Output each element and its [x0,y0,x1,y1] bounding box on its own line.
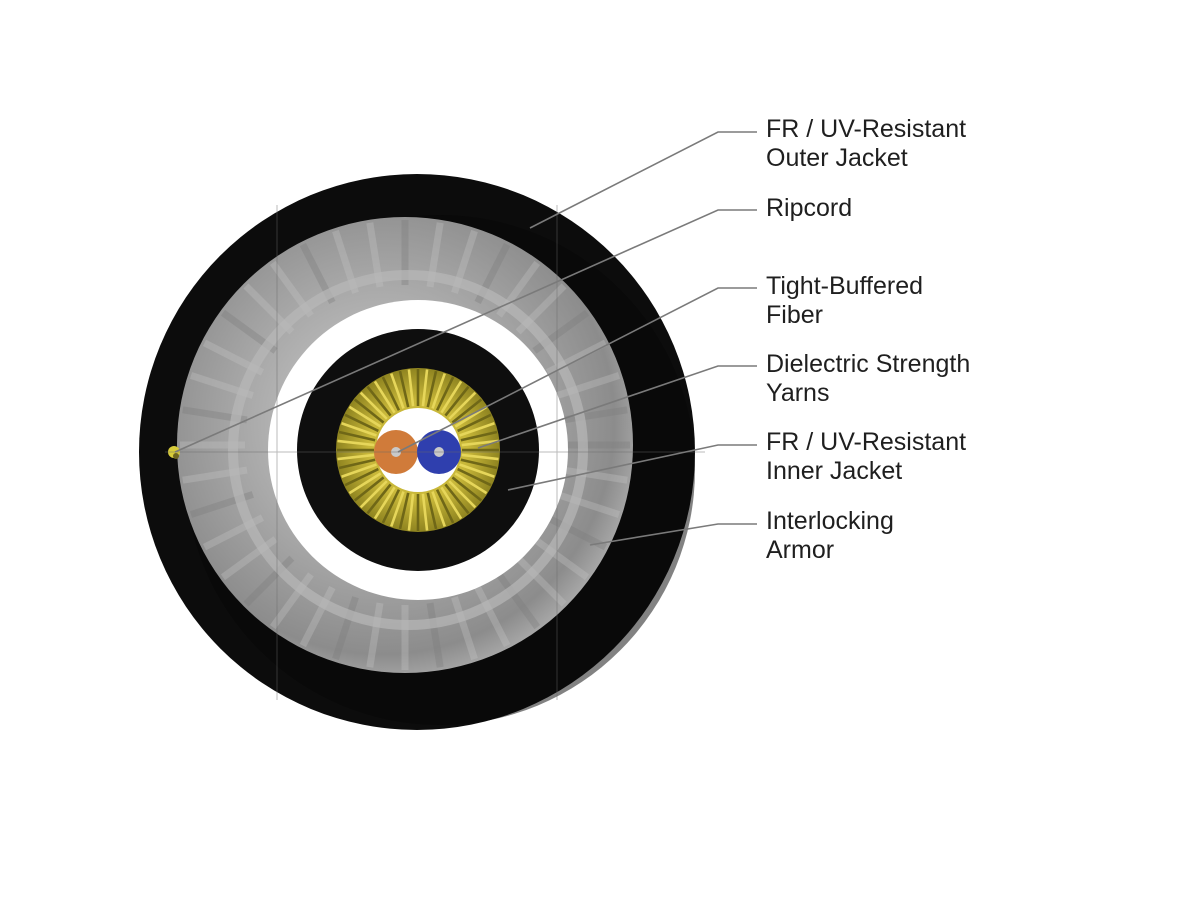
yarn-strand [459,422,495,437]
yarn-strand [435,376,455,411]
armor-streak [269,572,314,630]
yarn-strand [448,391,477,420]
yarn-strand [353,398,385,424]
armor-streak [426,602,444,668]
yarn-strand [359,391,388,420]
armor-streaks [180,220,630,670]
yarn-strand [390,491,405,527]
armor-streak [532,536,590,581]
yarn-strand [344,413,379,433]
label-ripcord: Ripcord [766,194,852,222]
yarn-strand [348,472,382,495]
yarn-strand [337,439,375,447]
armor-streak [562,406,628,424]
yarn-rays [337,369,499,531]
yarn-strand [381,376,401,411]
yarn-strand [459,463,495,478]
yarn-strand [373,486,396,520]
armor-streak [332,596,359,661]
armor-streak [545,514,608,551]
yarn-strand [353,476,385,502]
armor-streak [515,555,567,607]
armor-streak [243,555,295,607]
yarn-strand [454,472,488,495]
yarn-strand [426,370,438,408]
callout-labels: FR / UV-Resistant Outer Jacket Ripcord T… [766,115,977,564]
label-outer-jacket: FR / UV-Resistant Outer Jacket [766,115,973,172]
yarn-strand [454,405,488,428]
leader-lines [174,131,757,546]
label-strength-yarns: Dielectric Strength Yarns [766,350,977,407]
guide-lines [165,205,705,700]
yarn-strand [426,492,438,530]
leader-ripcord [174,209,757,453]
yarn-strand [338,430,376,442]
label-inner-jacket: FR / UV-Resistant Inner Jacket [766,428,973,485]
yarn-strand [373,380,396,414]
yarn-strand [348,405,382,428]
armor-streak [366,602,384,668]
armor-streak [474,585,511,648]
yarn-strand [440,380,463,414]
yarn-strand [338,458,376,470]
fiber-core-blue [434,447,444,457]
leader-fiber [397,287,757,453]
yarn-strand [407,493,415,531]
yarn-strand [344,467,379,487]
yarn-strand [451,398,483,424]
yarn-strand [431,491,446,527]
leader-inner-jacket [507,444,757,491]
armor-streak [299,585,336,648]
leader-armor [589,523,757,546]
yarn-strand [448,480,477,509]
label-armor: Interlocking Armor [766,507,901,564]
yarn-strand [457,413,492,433]
yarn-strand [359,480,388,509]
yarn-strand [451,476,483,502]
armor-inner-ring [228,270,588,630]
label-tight-buffered-fiber: Tight-Buffered Fiber [766,272,930,329]
yarn-strand [435,489,455,524]
yarn-strand [421,369,429,407]
armor-streak [562,466,628,484]
yarn-strand [398,370,410,408]
yarn-strand [337,453,375,461]
yarn-strand [398,492,410,530]
yarn-strand [461,439,499,447]
armor-streak [556,372,621,399]
armor-streak [451,596,478,661]
leader-outer-jacket [529,131,757,229]
armor-streak [556,491,621,518]
yarn-strand [381,489,401,524]
armor-streak [496,572,541,630]
yarn-strand [407,369,415,407]
ripcord-shadow [173,453,179,459]
yarn-strand [460,458,498,470]
yarn-strand [341,422,377,437]
yarn-strand [444,483,470,515]
yarn-strand [461,453,499,461]
yarn-strand [390,373,405,409]
fiber-core-orange [391,447,401,457]
yarn-strand [444,385,470,417]
yarn-strand [457,467,492,487]
yarn-strand [366,385,392,417]
yarn-strand [366,483,392,515]
yarn-strand [341,463,377,478]
yarn-strand [460,430,498,442]
yarn-strand [431,373,446,409]
leader-yarns [477,365,757,449]
yarn-strand [421,493,429,531]
yarn-strand [440,486,463,520]
